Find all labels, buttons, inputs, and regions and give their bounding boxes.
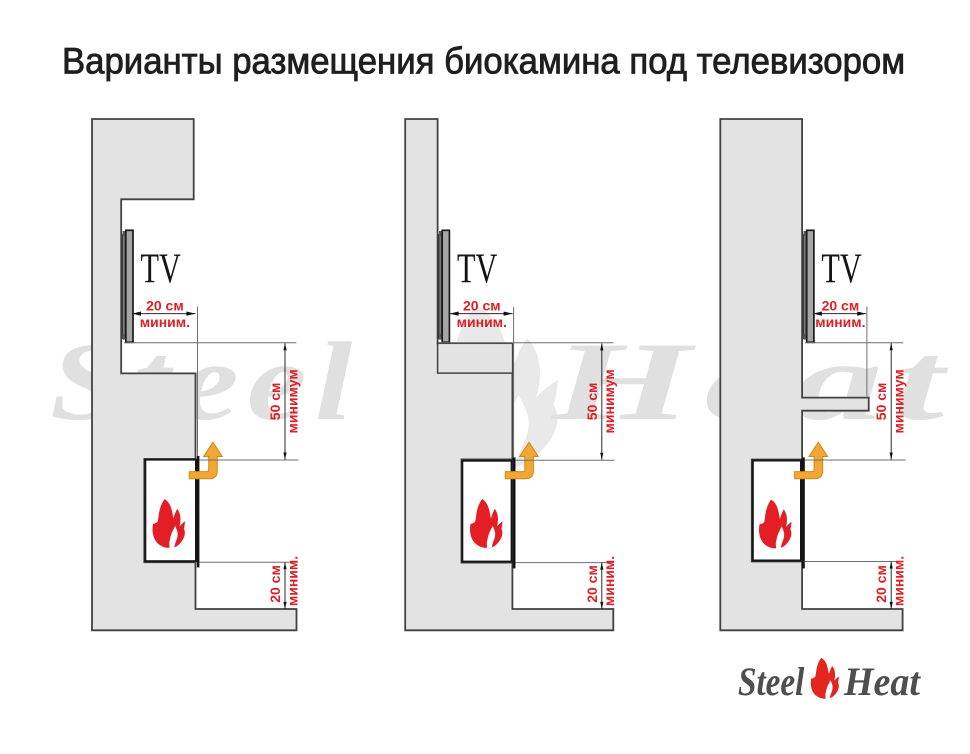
svg-text:миним.: миним. [815, 314, 865, 330]
svg-text:20 см: 20 см [584, 565, 600, 603]
svg-text:миним.: миним. [457, 314, 507, 330]
svg-text:минимум: минимум [284, 369, 300, 433]
svg-text:Steel: Steel [738, 659, 805, 704]
svg-text:20 см: 20 см [463, 297, 501, 313]
svg-text:Heat: Heat [843, 660, 921, 704]
svg-text:20 см: 20 см [873, 565, 889, 603]
svg-text:50 см: 50 см [584, 383, 600, 421]
svg-text:50 см: 50 см [873, 383, 889, 421]
svg-text:TV: TV [141, 245, 181, 292]
svg-text:миним.: миним. [284, 556, 300, 606]
svg-text:20 см: 20 см [267, 565, 283, 603]
svg-text:Варианты размещения биокамина: Варианты размещения биокамина под телеви… [62, 41, 905, 82]
svg-text:минимум: минимум [601, 369, 617, 433]
svg-text:миним.: миним. [601, 556, 617, 606]
svg-text:50 см: 50 см [267, 383, 283, 421]
svg-text:минимум: минимум [891, 369, 907, 433]
svg-text:20 см: 20 см [146, 297, 184, 313]
svg-text:20 см: 20 см [822, 297, 860, 313]
svg-text:TV: TV [457, 245, 497, 292]
svg-text:миним.: миним. [140, 314, 190, 330]
svg-text:TV: TV [821, 245, 861, 292]
svg-text:миним.: миним. [891, 556, 907, 606]
